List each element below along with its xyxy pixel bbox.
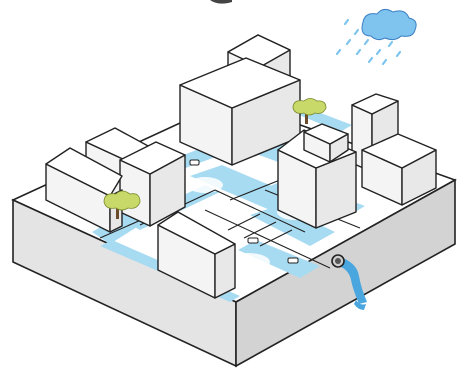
cropped-object <box>210 0 232 4</box>
car-icon <box>288 258 298 263</box>
cloud-icon <box>362 9 416 39</box>
car-icon <box>248 238 258 243</box>
car-icon <box>190 160 199 165</box>
building-right-back <box>352 94 436 205</box>
